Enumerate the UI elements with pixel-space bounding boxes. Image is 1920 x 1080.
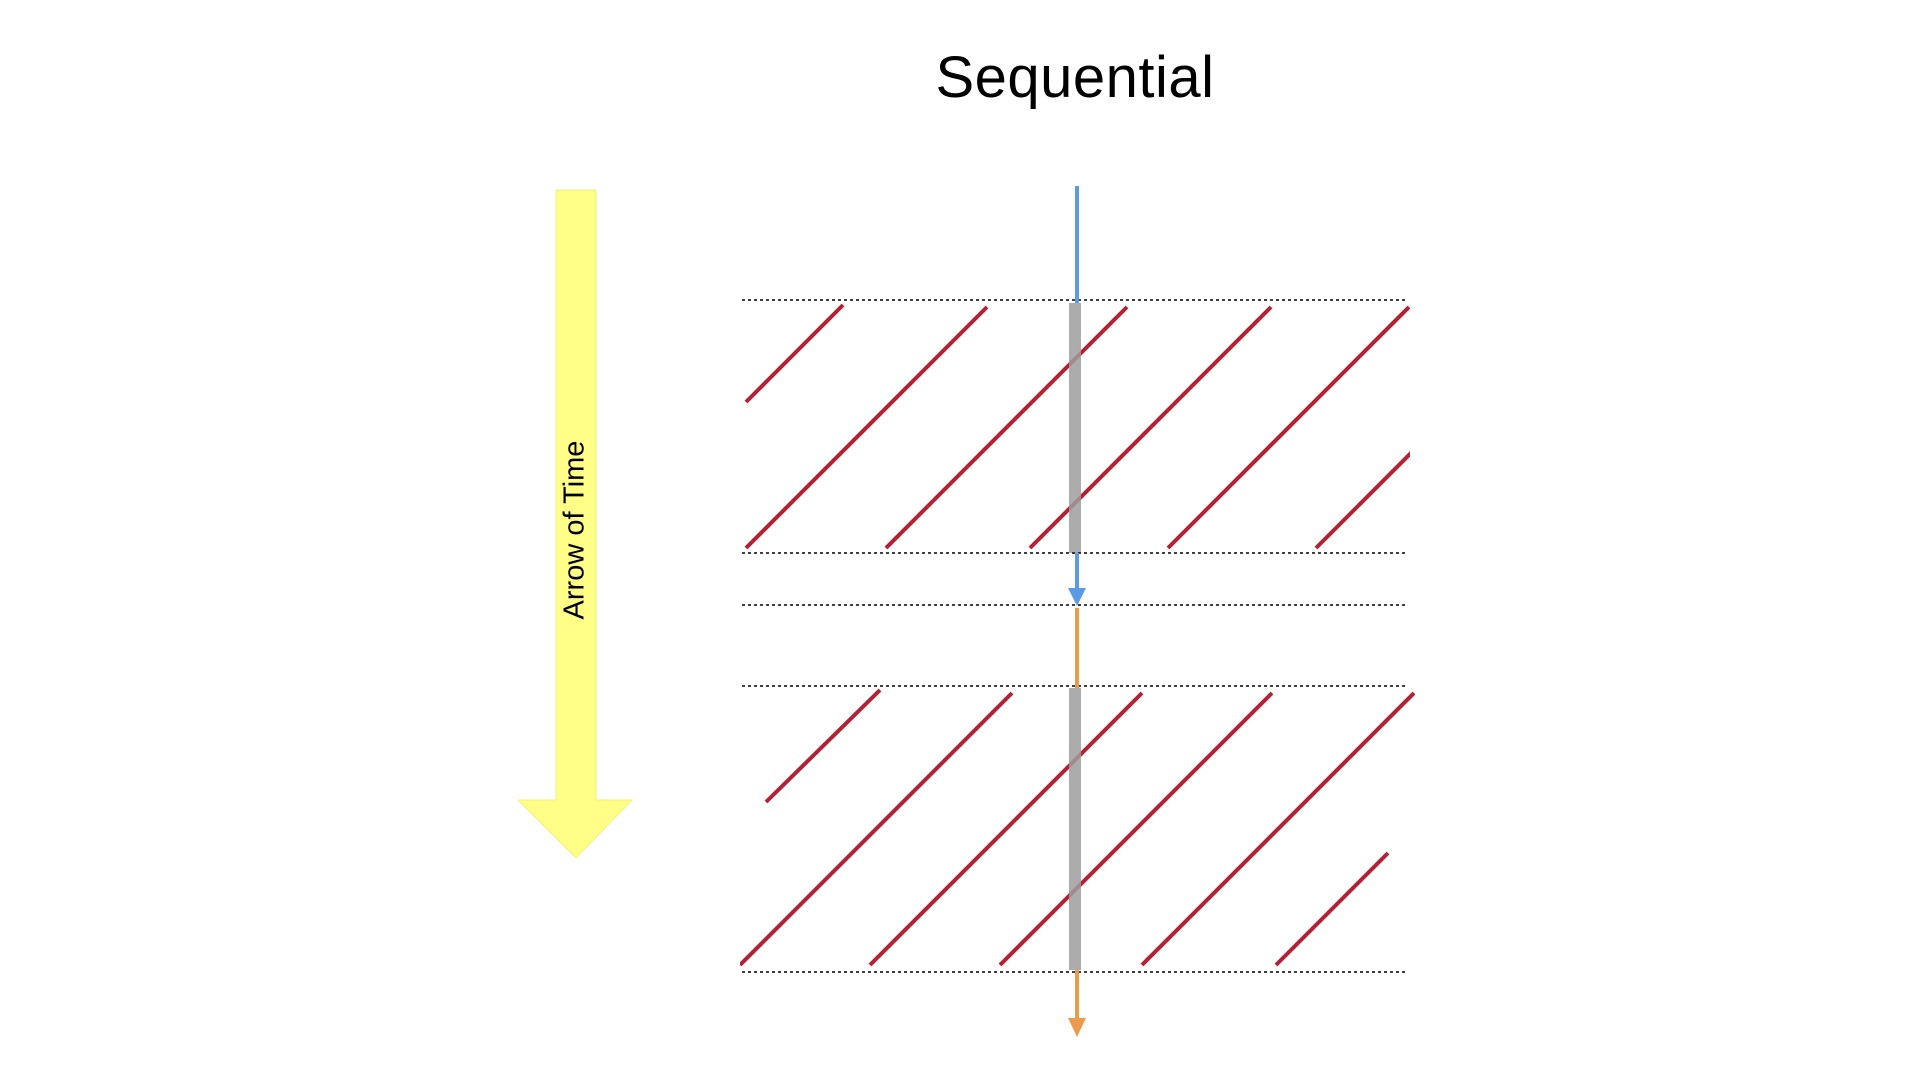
time-arrow-shape	[516, 189, 634, 859]
time-arrow-label: Arrow of Time	[559, 441, 591, 620]
top-block-hatching	[744, 303, 1410, 550]
hatch-line	[998, 691, 1274, 967]
hatch-line	[1028, 305, 1273, 550]
slide-title: Sequential	[935, 45, 1215, 110]
shared-bar-top	[1069, 303, 1081, 553]
bottom-block-hatching	[740, 688, 1415, 967]
hatch-line	[744, 303, 845, 404]
second-thread-arrow	[1068, 608, 1086, 1037]
hatch-line	[740, 691, 1014, 967]
hatch-line	[1314, 451, 1410, 550]
second-thread-arrowhead	[1068, 1018, 1086, 1037]
hatch-line	[1140, 691, 1415, 967]
hatch-line	[884, 305, 1129, 550]
shared-bar-bottom	[1069, 688, 1081, 970]
time-arrow: Arrow of Time	[516, 189, 634, 859]
first-thread-arrow	[1068, 186, 1086, 606]
hatch-line	[744, 305, 989, 550]
hatch-line	[764, 688, 882, 804]
first-thread-arrowhead	[1068, 588, 1086, 606]
hatch-line	[1274, 851, 1390, 967]
hatch-line	[868, 691, 1144, 967]
hatch-line	[1166, 305, 1410, 550]
